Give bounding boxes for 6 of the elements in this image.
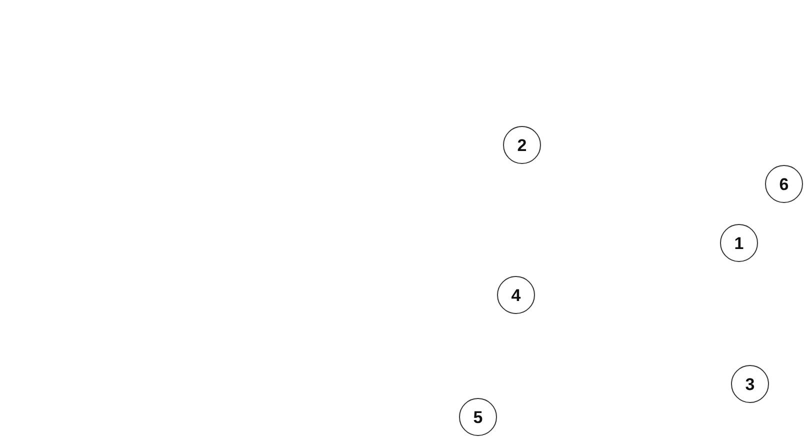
callout-number: 1 xyxy=(720,224,758,262)
callout-number: 2 xyxy=(503,126,541,164)
callout-number: 6 xyxy=(765,165,803,203)
callout-number: 4 xyxy=(497,276,535,314)
callout-number: 3 xyxy=(731,365,769,403)
callout-number: 5 xyxy=(459,398,497,436)
